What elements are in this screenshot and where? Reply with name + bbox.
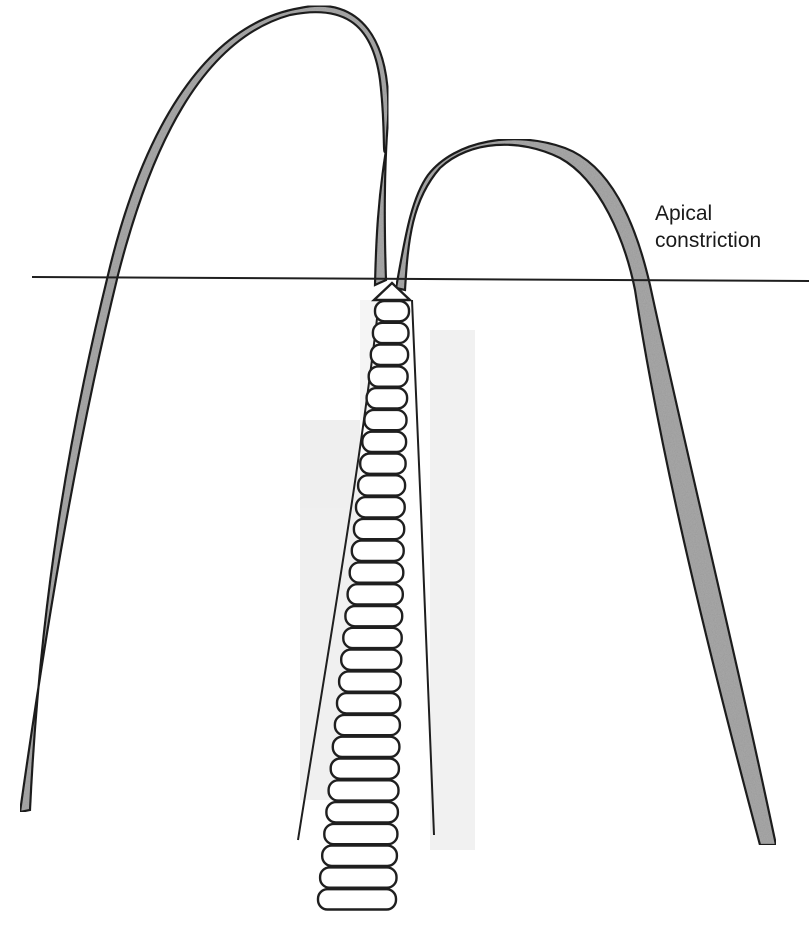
cone-segment bbox=[367, 388, 408, 408]
cone-segment bbox=[329, 780, 399, 800]
apical-constriction-label-line2: constriction bbox=[655, 228, 761, 254]
apical-constriction-line bbox=[32, 277, 809, 281]
cone-segment bbox=[352, 541, 404, 561]
cone-segment bbox=[337, 693, 400, 713]
cone-segment bbox=[331, 759, 399, 779]
cone-segment bbox=[369, 366, 408, 386]
cone-segment bbox=[348, 584, 403, 604]
cone-segment bbox=[341, 650, 401, 670]
cone-segment bbox=[350, 562, 404, 582]
cone-segment bbox=[362, 432, 406, 452]
cone-segment bbox=[358, 475, 405, 495]
cone-segment bbox=[356, 497, 405, 517]
cone-segment bbox=[354, 519, 404, 539]
cone-segment bbox=[324, 824, 397, 844]
cone-segment bbox=[345, 606, 402, 626]
cone-segment bbox=[335, 715, 400, 735]
cone-segment bbox=[360, 454, 405, 474]
cone-segment bbox=[339, 671, 401, 691]
cone-segment bbox=[373, 323, 409, 343]
cone-segment bbox=[333, 737, 400, 757]
cone-segment bbox=[322, 846, 397, 866]
cone-segment bbox=[364, 410, 406, 430]
cone-segment bbox=[318, 889, 396, 909]
cone-segment bbox=[326, 802, 398, 822]
cone-segment bbox=[371, 345, 408, 365]
cone-segment bbox=[375, 301, 409, 321]
cone-segment bbox=[343, 628, 401, 648]
cone-segment bbox=[320, 867, 396, 887]
apical-constriction-label-line1: Apical bbox=[655, 201, 712, 227]
